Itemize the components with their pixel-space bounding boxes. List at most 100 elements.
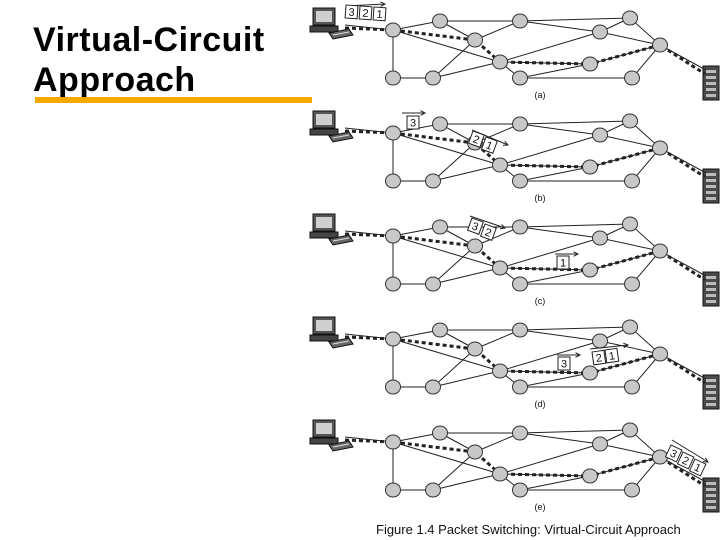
packet-direction-arrow	[671, 439, 709, 463]
packet-1: 1	[372, 6, 387, 22]
packet-direction-arrow	[469, 215, 506, 229]
switch-node	[582, 468, 598, 484]
title-line-2: Approach	[33, 61, 196, 99]
packet-1-label: 1	[608, 350, 616, 363]
packet-1: 1	[556, 255, 570, 270]
switch-node	[492, 260, 508, 276]
network-link	[519, 269, 591, 285]
switch-node	[512, 276, 528, 292]
network-link	[599, 134, 661, 149]
switch-node	[432, 13, 448, 29]
access-link	[659, 353, 707, 380]
network-link	[474, 226, 521, 247]
switch-node	[582, 365, 598, 381]
switch-node	[512, 379, 528, 395]
network-link	[432, 245, 476, 285]
packet-3-label: 3	[410, 118, 416, 130]
switch-node	[512, 219, 528, 235]
network-link	[519, 432, 601, 445]
switch-node	[652, 346, 668, 362]
packet-3-label: 3	[348, 7, 355, 19]
network-link	[519, 475, 591, 491]
packet-3: 3	[344, 4, 359, 20]
switch-node	[592, 333, 608, 349]
panel-label: (e)	[535, 502, 546, 512]
switch-node	[467, 444, 483, 460]
switch-node	[385, 331, 401, 347]
packet-2: 2	[479, 223, 497, 241]
access-link	[659, 147, 707, 174]
network-link	[392, 132, 501, 166]
network-link	[519, 123, 601, 136]
switch-node	[582, 159, 598, 175]
packet-2: 2	[591, 349, 607, 366]
computer-icon	[309, 419, 354, 452]
network-link	[599, 443, 661, 458]
switch-node	[385, 434, 401, 450]
server-icon	[702, 271, 720, 307]
switch-node	[622, 10, 638, 26]
network-link	[599, 340, 661, 355]
network-panel: (e)321	[309, 419, 720, 513]
network-link	[519, 329, 601, 342]
switch-node	[624, 173, 640, 189]
switch-node	[425, 276, 441, 292]
switch-node	[432, 116, 448, 132]
switch-node	[624, 379, 640, 395]
switch-node	[425, 173, 441, 189]
switch-node	[385, 70, 401, 86]
network-link	[432, 164, 501, 182]
network-link	[499, 31, 601, 63]
packet-2: 2	[467, 130, 485, 148]
switch-node	[652, 37, 668, 53]
switch-node	[467, 238, 483, 254]
switch-node	[622, 113, 638, 129]
network-link	[432, 348, 476, 388]
packet-2-label: 2	[595, 352, 603, 365]
switch-node	[592, 127, 608, 143]
switch-node	[467, 32, 483, 48]
switch-node	[652, 243, 668, 259]
switch-node	[512, 116, 528, 132]
switch-node	[425, 482, 441, 498]
network-link	[432, 473, 501, 491]
access-link	[659, 456, 707, 483]
packet-3-label: 3	[470, 220, 480, 233]
network-link	[519, 226, 601, 239]
switch-node	[512, 173, 528, 189]
switch-node	[467, 341, 483, 357]
network-link	[432, 39, 476, 79]
network-link	[499, 443, 601, 475]
switch-node	[512, 70, 528, 86]
network-link	[432, 142, 476, 182]
switch-node	[622, 422, 638, 438]
network-link	[392, 235, 501, 269]
switch-node	[385, 125, 401, 141]
panel-label: (b)	[535, 193, 546, 203]
computer-icon	[309, 213, 354, 246]
switch-node	[492, 54, 508, 70]
packet-1-label: 1	[376, 9, 383, 21]
title-underline	[35, 97, 312, 103]
server-icon	[702, 65, 720, 101]
packet-2-label: 2	[680, 455, 691, 468]
switch-node	[512, 13, 528, 29]
switch-node	[592, 230, 608, 246]
packet-1: 1	[480, 136, 498, 154]
packet-1-label: 1	[484, 139, 494, 152]
packet-3: 3	[557, 356, 571, 371]
network-link	[474, 432, 521, 453]
network-link	[519, 120, 631, 125]
switch-node	[512, 482, 528, 498]
network-link	[432, 61, 501, 79]
network-link	[599, 237, 661, 252]
network-link	[474, 20, 521, 41]
switch-node	[385, 22, 401, 38]
network-link	[392, 29, 501, 63]
packet-1: 1	[604, 347, 620, 364]
server-icon	[702, 374, 720, 410]
switch-node	[432, 219, 448, 235]
